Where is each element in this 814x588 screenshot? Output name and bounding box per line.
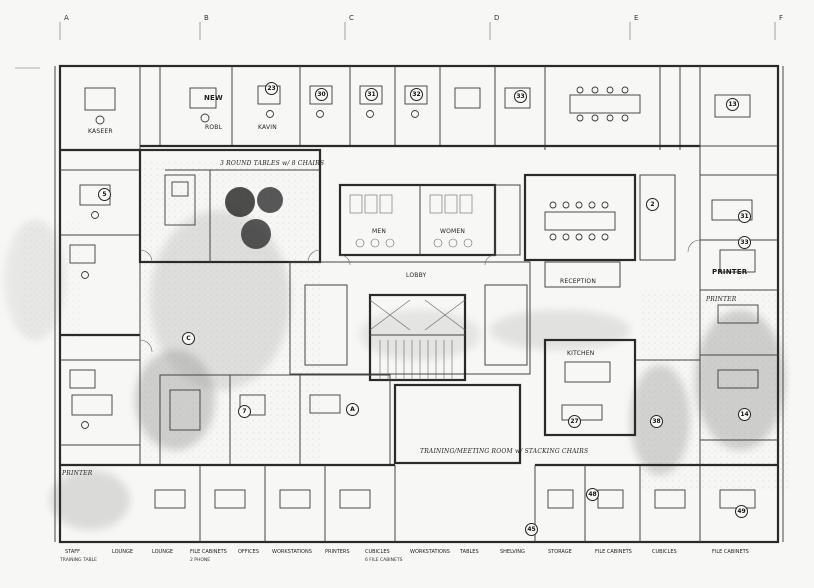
- top-offices: [60, 66, 778, 152]
- room-number: 33: [514, 90, 527, 103]
- room-number: 48: [586, 488, 599, 501]
- footer-label: FILE CABINETS: [190, 549, 227, 555]
- room-number: 27: [568, 415, 581, 428]
- footer-label: OFFICES: [238, 549, 259, 555]
- room-number: 31: [738, 210, 751, 223]
- room-label-kaseer: KASEER: [88, 128, 113, 135]
- footer-label: TABLES: [460, 549, 479, 555]
- room-number: 32: [410, 88, 423, 101]
- conference-room: [523, 173, 676, 262]
- footer-label: LOUNGE: [112, 549, 133, 555]
- room-number: 13: [726, 98, 739, 111]
- room-number: 45: [525, 523, 538, 536]
- footer-label: WORKSTATIONS: [410, 549, 450, 555]
- footer-label: SHELVING: [500, 549, 525, 555]
- room-number: 5: [98, 188, 111, 201]
- footer-label: CUBICLES: [365, 549, 390, 555]
- footer-label: STORAGE: [548, 549, 572, 555]
- grid-label-c: C: [349, 14, 354, 22]
- grid-label-a: A: [64, 14, 69, 22]
- room-number: 49: [735, 505, 748, 518]
- footer-label: WORKSTATIONS: [272, 549, 312, 555]
- scan-noise: [5, 160, 790, 530]
- footer-label: CUBICLES: [652, 549, 677, 555]
- room-label-training: TRAINING/MEETING ROOM w/ STACKING CHAIRS: [420, 448, 589, 455]
- room-number: 38: [650, 415, 663, 428]
- footer-sublabel: TRAINING TABLE: [60, 558, 97, 563]
- room-number: 14: [738, 408, 751, 421]
- left-annotation: PRINTER: [62, 470, 93, 477]
- training-room: [393, 383, 522, 465]
- room-number: 33: [738, 236, 751, 249]
- grid-label-e: E: [634, 14, 639, 22]
- grid-label-d: D: [494, 14, 500, 22]
- room-label-new: NEW: [204, 94, 223, 102]
- lounge-area: [138, 148, 322, 264]
- room-label-kavin: KAVIN: [258, 124, 277, 131]
- grid-ticks: [15, 22, 776, 69]
- room-number: 30: [315, 88, 328, 101]
- room-number: 31: [365, 88, 378, 101]
- footer-label: FILE CABINETS: [712, 549, 749, 555]
- room-label-lobby: LOBBY: [406, 272, 427, 279]
- room-number: 2: [646, 198, 659, 211]
- footer-label: FILE CABINETS: [595, 549, 632, 555]
- room-number: C: [182, 332, 195, 345]
- footer-sublabel: 2 PHONE: [190, 558, 211, 563]
- room-label-reception: RECEPTION: [560, 278, 597, 285]
- room-label-round-tables: 3 ROUND TABLES w/ 8 CHAIRS: [220, 160, 325, 167]
- footer-sublabel: 6 FILE CABINETS: [365, 558, 403, 563]
- room-label-printer: PRINTER: [712, 268, 748, 276]
- room-number: 7: [238, 405, 251, 418]
- room-label-men: MEN: [372, 228, 387, 235]
- center-right-offices: [543, 150, 701, 465]
- restrooms: [338, 183, 521, 257]
- footer-label: LOUNGE: [152, 549, 173, 555]
- right-annotation: PRINTER: [706, 296, 737, 303]
- outer-walls: [54, 64, 784, 544]
- room-number: A: [346, 403, 359, 416]
- door-swings: [139, 239, 701, 353]
- room-label-women: WOMEN: [440, 228, 466, 235]
- room-label-kitchen: KITCHEN: [567, 350, 595, 357]
- grid-label-f: F: [779, 14, 784, 22]
- room-label-robl: ROBL: [205, 124, 223, 131]
- lobby-core: [289, 261, 621, 382]
- grid-label-b: B: [204, 14, 209, 22]
- footer-label: STAFF: [65, 549, 81, 555]
- room-number: 23: [265, 82, 278, 95]
- footer-label: PRINTERS: [325, 549, 350, 555]
- right-offices: [700, 174, 778, 441]
